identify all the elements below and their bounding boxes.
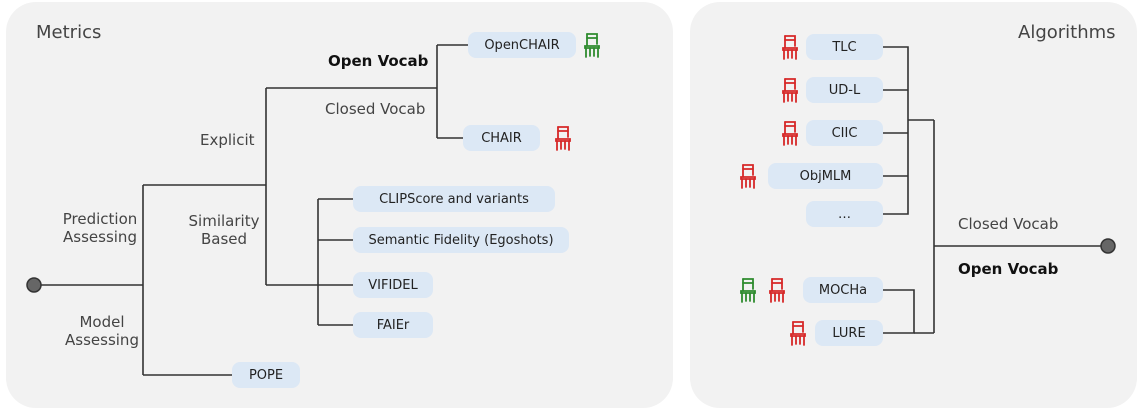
metrics-title: Metrics xyxy=(36,22,102,43)
chair-icon xyxy=(790,321,806,346)
node-udl: UD-L xyxy=(806,77,883,103)
node-openchair: OpenCHAIR xyxy=(468,32,576,58)
label-model-assessing: Model Assessing xyxy=(65,313,139,349)
chair-icon xyxy=(740,278,756,303)
node-objmlm: ObjMLM xyxy=(768,163,883,189)
metrics-panel xyxy=(6,2,673,408)
label-right-open-vocab: Open Vocab xyxy=(958,260,1059,278)
node-mocha: MOCHa xyxy=(803,277,883,303)
chair-icon xyxy=(555,126,571,151)
chair-icon xyxy=(782,35,798,60)
chair-icon xyxy=(584,33,600,58)
algorithms-root-node xyxy=(1100,238,1116,254)
node-faier: FAIEr xyxy=(353,312,433,338)
label-similarity-based: Similarity Based xyxy=(188,212,260,248)
label-explicit: Explicit xyxy=(200,131,255,149)
node-clipscore: CLIPScore and variants xyxy=(353,186,555,212)
chair-icon xyxy=(782,78,798,103)
label-open-vocab: Open Vocab xyxy=(328,52,429,70)
label-closed-vocab: Closed Vocab xyxy=(325,100,426,118)
node-lure: LURE xyxy=(815,320,883,346)
chair-icon xyxy=(782,121,798,146)
node-pope: POPE xyxy=(232,362,300,388)
metrics-root-node xyxy=(26,277,42,293)
chair-icon xyxy=(740,164,756,189)
node-chair: CHAIR xyxy=(463,125,540,151)
algorithms-panel xyxy=(690,2,1137,408)
node-tlc: TLC xyxy=(806,34,883,60)
node-vifidel: VIFIDEL xyxy=(353,272,433,298)
chair-icon xyxy=(769,278,785,303)
node-ellipsis: … xyxy=(806,201,883,227)
node-ciic: CIIC xyxy=(806,120,883,146)
node-semantic-fidelity: Semantic Fidelity (Egoshots) xyxy=(353,227,569,253)
algorithms-title: Algorithms xyxy=(1018,22,1116,43)
label-prediction-assessing: Prediction Assessing xyxy=(62,210,138,246)
label-right-closed-vocab: Closed Vocab xyxy=(958,215,1059,233)
